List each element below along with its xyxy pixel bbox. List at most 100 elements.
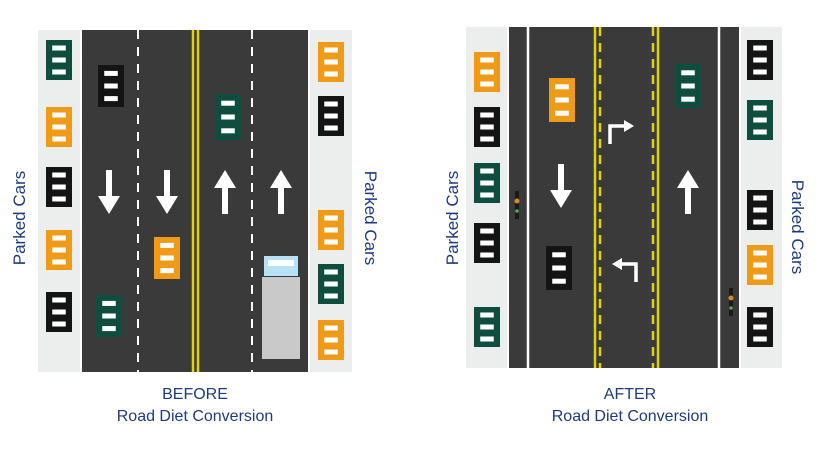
after-moving-car-2-window-2 (552, 265, 566, 271)
before-parked-car-right-2-window-2 (324, 113, 338, 119)
after-parked-car-left-2-window-2 (480, 124, 494, 130)
before-arrow-southbound-2 (156, 170, 178, 214)
before-moving-car-4-window-1 (221, 100, 235, 106)
after-bicycle-left (515, 191, 519, 219)
before-moving-car-4-window-2 (221, 114, 235, 120)
before-parked-car-right-1-window-1 (324, 47, 338, 53)
before-parked-car-left-4-window-1 (52, 235, 66, 241)
after-parked-car-right-5-window-2 (753, 324, 767, 330)
before-parked-car-left-5-window-3 (52, 321, 66, 327)
before-arrow-southbound-1 (98, 170, 120, 214)
after-parked-car-right-5-window-1 (753, 312, 767, 318)
before-parked-car-left-2-window-1 (52, 112, 66, 118)
parked-cars-label-before-right: Parked Cars (361, 170, 380, 266)
before-parked-car-right-5-window-2 (324, 337, 338, 343)
after-parked-car-right-4-window-2 (753, 262, 767, 268)
after-moving-car-1-window-2 (555, 97, 569, 103)
before-moving-car-1-window-3 (104, 96, 118, 102)
before-parked-car-right-2-window-1 (324, 101, 338, 107)
parked-cars-label-after-left: Parked Cars (443, 170, 462, 266)
before-parked-car-right-1-window-3 (324, 71, 338, 77)
after-moving-car-1-window-1 (555, 84, 569, 90)
after-parked-car-right-1-window-3 (753, 69, 767, 75)
after-bicycle-left-rider (514, 198, 520, 204)
before-subtitle: Road Diet Conversion (116, 408, 274, 425)
after-subtitle: Road Diet Conversion (551, 408, 709, 425)
after-moving-car-2-window-3 (552, 278, 566, 284)
before-parked-car-right-4-window-3 (324, 293, 338, 299)
after-moving-car-2-window-1 (552, 252, 566, 258)
before-parked-car-right-3-window-1 (324, 215, 338, 221)
before-parked-car-right-1-window-2 (324, 59, 338, 65)
before-parked-car-left-1-window-3 (52, 69, 66, 75)
before-caption: BEFORE Road Diet Conversion (80, 384, 310, 428)
before-parked-car-right-5-window-1 (324, 325, 338, 331)
after-parked-car-right-2-window-3 (753, 129, 767, 135)
after-road-surface (507, 27, 741, 368)
after-caption: AFTER Road Diet Conversion (515, 384, 745, 428)
before-parked-car-right-2-window-3 (324, 125, 338, 131)
after-parked-car-left-2-window-1 (480, 112, 494, 118)
after-parked-car-right-3-window-2 (753, 207, 767, 213)
after-bicycle-right (729, 288, 733, 316)
after-parked-car-right-4-window-3 (753, 274, 767, 280)
after-parked-car-left-3-window-1 (480, 168, 494, 174)
after-parked-car-right-5-window-3 (753, 336, 767, 342)
before-parked-car-left-2-window-3 (52, 136, 66, 142)
after-parked-car-left-3-window-2 (480, 180, 494, 186)
before-moving-car-3-window-1 (160, 242, 174, 248)
after-bicycle-right-rider (728, 295, 734, 301)
before-title: BEFORE (162, 386, 228, 403)
after-parked-car-left-2-window-3 (480, 136, 494, 142)
after-bicycle-right-light (729, 306, 733, 310)
before-parked-car-left-2-window-2 (52, 124, 66, 130)
after-parked-car-left-1-window-3 (480, 81, 494, 87)
after-moving-car-3-window-2 (681, 83, 695, 89)
before-parked-car-right-4-window-1 (324, 269, 338, 275)
after-parked-car-left-4-window-2 (480, 240, 494, 246)
before-moving-car-1-window-1 (104, 70, 118, 76)
parked-cars-label-before-left: Parked Cars (10, 170, 29, 266)
after-turn-arrow-left-turn-northbound-head (624, 120, 634, 132)
before-arrow-northbound-1 (214, 170, 236, 214)
after-parked-car-right-2-window-2 (753, 117, 767, 123)
after-parked-car-left-5-window-2 (480, 324, 494, 330)
after-arrow-southbound (550, 164, 572, 208)
after-parked-car-left-1-window-1 (480, 57, 494, 63)
before-arrow-northbound-2 (270, 170, 292, 214)
before-parked-car-left-4-window-2 (52, 247, 66, 253)
after-parked-car-left-4-window-3 (480, 252, 494, 258)
before-moving-car-4-window-3 (221, 128, 235, 134)
parked-cars-label-after-right: Parked Cars (788, 179, 807, 275)
before-parked-car-left-3-window-2 (52, 184, 66, 190)
after-parked-car-left-1-window-2 (480, 69, 494, 75)
after-parked-car-left-4-window-1 (480, 228, 494, 234)
before-parked-car-right-5-window-3 (324, 349, 338, 355)
before-parked-car-left-5-window-1 (52, 297, 66, 303)
after-parked-car-right-1-window-2 (753, 57, 767, 63)
before-moving-car-2-window-1 (102, 300, 116, 306)
after-parked-car-left-5-window-3 (480, 336, 494, 342)
after-parked-car-right-1-window-1 (753, 45, 767, 51)
before-parked-car-left-1-window-2 (52, 57, 66, 63)
after-parked-car-right-3-window-3 (753, 219, 767, 225)
before-parked-car-left-1-window-1 (52, 45, 66, 51)
before-truck-windshield (268, 260, 294, 266)
before-parked-car-right-3-window-3 (324, 239, 338, 245)
before-parked-car-right-3-window-2 (324, 227, 338, 233)
before-moving-car-3-window-2 (160, 255, 174, 261)
after-turn-arrow-left-turn-northbound-stem (608, 124, 624, 144)
after-arrow-northbound (677, 170, 699, 214)
after-bicycle-left-light (515, 209, 519, 213)
after-parked-car-left-3-window-3 (480, 192, 494, 198)
after-title: AFTER (603, 386, 657, 403)
before-moving-car-2-window-3 (102, 326, 116, 332)
after-moving-car-1-window-3 (555, 110, 569, 116)
after-parked-car-right-3-window-1 (753, 195, 767, 201)
before-parking-strip-right (308, 30, 352, 372)
after-turn-arrow-left-turn-southbound-head (612, 258, 622, 270)
after-parked-car-left-5-window-1 (480, 312, 494, 318)
before-moving-car-1-window-2 (104, 83, 118, 89)
before-parked-car-left-3-window-3 (52, 196, 66, 202)
